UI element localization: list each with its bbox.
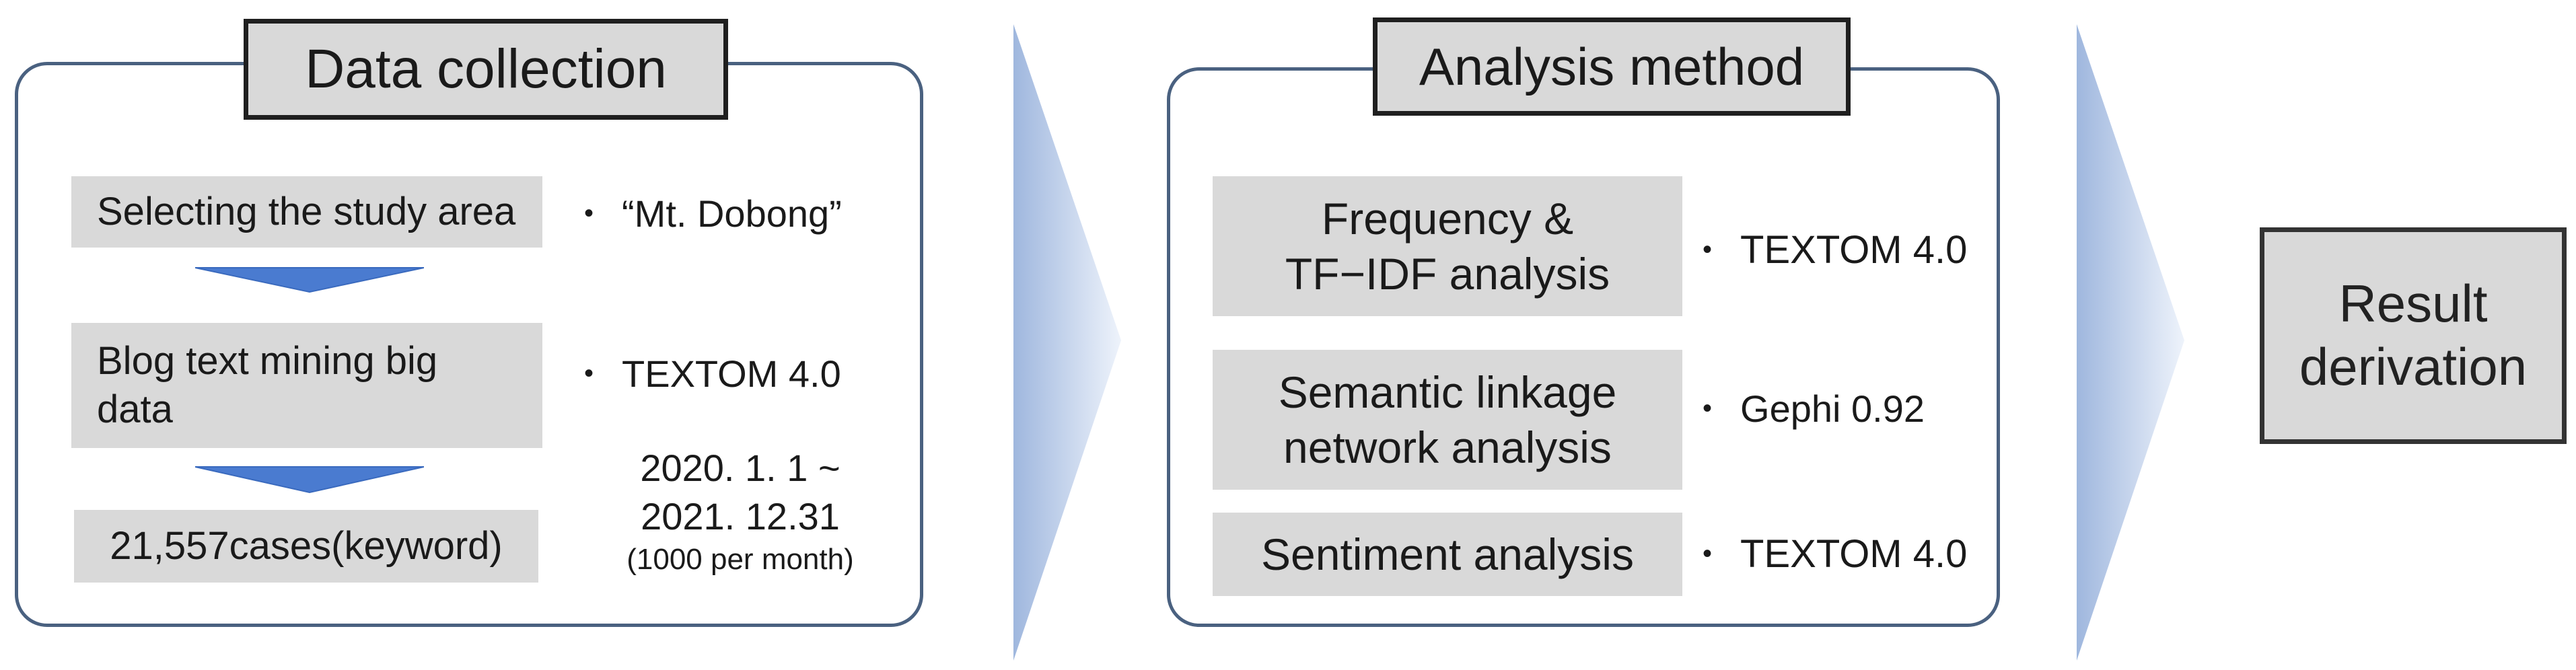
tool-text: Gephi 0.92: [1740, 387, 1925, 430]
bullet-dot: •: [584, 198, 594, 228]
flow-chevron-1: [1013, 24, 1121, 661]
tool-text: TEXTOM 4.0: [1740, 531, 1968, 576]
step-label: 21,557cases(keyword): [110, 523, 503, 568]
method-line-2: TF−IDF analysis: [1285, 249, 1610, 299]
result-derivation-box: Result derivation: [2260, 227, 2567, 444]
note-study-area: • “Mt. Dobong”: [584, 190, 842, 237]
period-end: 2021. 12.31: [641, 495, 840, 537]
tool-note-3: • TEXTOM 4.0: [1703, 530, 1967, 577]
method-line-2: network analysis: [1283, 422, 1612, 472]
analysis-method-title: Analysis method: [1373, 17, 1851, 116]
down-arrow-2: [195, 466, 424, 494]
bullet-dot: •: [1703, 538, 1713, 568]
note-text: TEXTOM 4.0: [622, 352, 841, 395]
note-tool-textom: • TEXTOM 4.0: [584, 350, 841, 397]
period-start: 2020. 1. 1 ~: [640, 447, 840, 489]
method-semantic-linkage: Semantic linkage network analysis: [1213, 350, 1682, 490]
result-line-2: derivation: [2299, 337, 2528, 396]
data-collection-title: Data collection: [244, 19, 728, 120]
result-line-1: Result: [2338, 274, 2488, 334]
note-period: 2020. 1. 1 ~ 2021. 12.31 (1000 per month…: [592, 444, 888, 579]
bullet-dot: •: [1703, 393, 1713, 423]
method-line-1: Frequency &: [1321, 193, 1574, 244]
step-label: Selecting the study area: [97, 189, 516, 233]
tool-note-2: • Gephi 0.92: [1703, 385, 1925, 432]
period-rate: (1000 per month): [627, 543, 854, 576]
tool-text: TEXTOM 4.0: [1740, 227, 1968, 272]
method-frequency-tfidf: Frequency & TF−IDF analysis: [1213, 176, 1682, 316]
bullet-dot: •: [1703, 234, 1713, 264]
step-selecting-study-area: Selecting the study area: [71, 176, 542, 248]
method-line-1: Sentiment analysis: [1261, 529, 1634, 579]
method-sentiment-analysis: Sentiment analysis: [1213, 513, 1682, 596]
step-label: Blog text mining big data: [97, 338, 438, 432]
bullet-dot: •: [584, 358, 594, 388]
down-arrow-1: [195, 267, 424, 293]
step-blog-text-mining: Blog text mining big data: [71, 323, 542, 448]
step-cases-keyword: 21,557cases(keyword): [74, 510, 538, 583]
flow-chevron-2: [2077, 24, 2184, 661]
method-line-1: Semantic linkage: [1278, 367, 1617, 417]
tool-note-1: • TEXTOM 4.0: [1703, 226, 1967, 273]
note-text: “Mt. Dobong”: [622, 192, 842, 235]
